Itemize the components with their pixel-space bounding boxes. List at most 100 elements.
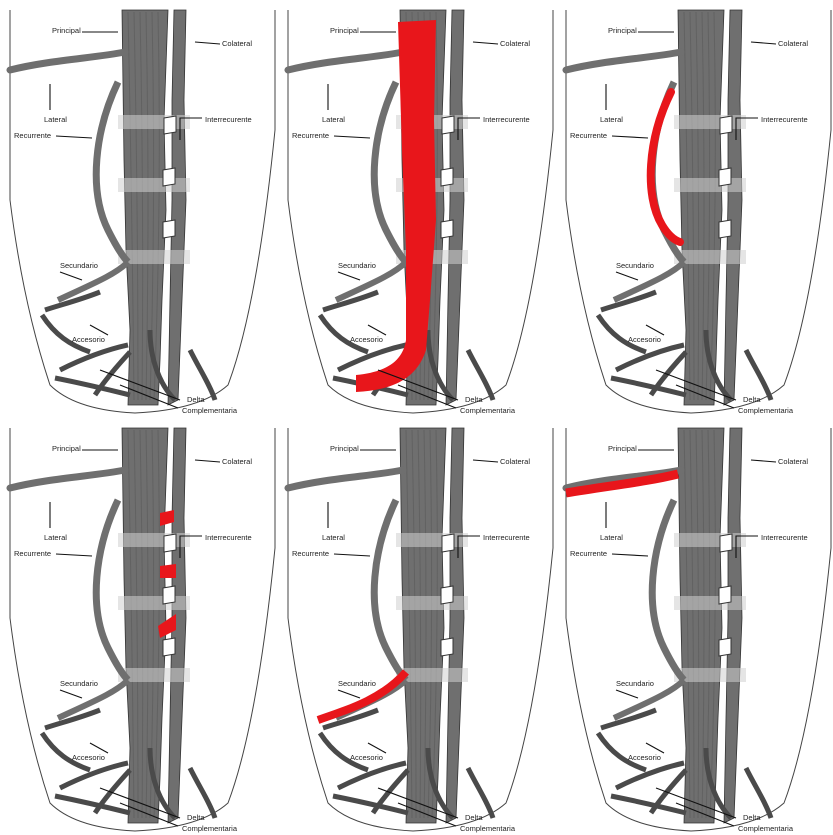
- tooth-diagram: PrincipalColateralLateralRecurrente Inter…: [0, 0, 277, 417]
- label-interrecurrente: Interrecurente: [205, 115, 252, 124]
- label-secundario: Secundario: [60, 679, 98, 688]
- label-lateral: Lateral: [322, 115, 345, 124]
- label-colateral: Colateral: [500, 39, 530, 48]
- label-delta: Delta: [465, 813, 483, 822]
- label-secundario: Secundario: [338, 679, 376, 688]
- light-band: [674, 668, 746, 682]
- label-principal: Principal: [52, 26, 81, 35]
- label-recurrente: Recurrente: [570, 131, 607, 140]
- label-colateral: Colateral: [778, 457, 808, 466]
- light-band: [674, 115, 746, 129]
- light-band: [674, 250, 746, 264]
- label-accesorio: Accesorio: [350, 335, 383, 344]
- panel-6: PrincipalColateralLateralRecurrente Inter…: [556, 418, 833, 835]
- light-band: [674, 178, 746, 192]
- label-principal: Principal: [330, 26, 359, 35]
- interrecurrent-gap: [720, 116, 732, 134]
- label-complementaria: Complementaria: [738, 824, 794, 833]
- panel-3: PrincipalColateralLateralRecurrente Inter…: [556, 0, 833, 417]
- label-secundario: Secundario: [616, 261, 654, 270]
- interrecurrent-gap: [163, 168, 175, 186]
- label-colateral: Colateral: [778, 39, 808, 48]
- interrecurrent-gap: [441, 586, 453, 604]
- interrecurrent-gap: [719, 638, 731, 656]
- panel-4: PrincipalColateralLateralRecurrente Inter…: [0, 418, 277, 835]
- interrecurrent-gap: [441, 220, 453, 238]
- tooth-diagram: PrincipalColateralLateralRecurrente Inter…: [556, 0, 833, 417]
- label-interrecurrente: Interrecurente: [483, 115, 530, 124]
- label-recurrente: Recurrente: [570, 549, 607, 558]
- light-band: [118, 250, 190, 264]
- interrecurrent-highlight: [160, 564, 176, 578]
- interrecurrent-gap: [719, 220, 731, 238]
- label-colateral: Colateral: [222, 39, 252, 48]
- interrecurrent-gap: [164, 116, 176, 134]
- label-recurrente: Recurrente: [14, 131, 51, 140]
- label-lateral: Lateral: [322, 533, 345, 542]
- label-complementaria: Complementaria: [738, 406, 794, 415]
- label-complementaria: Complementaria: [460, 406, 516, 415]
- interrecurrent-gap: [441, 638, 453, 656]
- label-complementaria: Complementaria: [460, 824, 516, 833]
- label-recurrente: Recurrente: [14, 549, 51, 558]
- light-band: [118, 115, 190, 129]
- label-colateral: Colateral: [222, 457, 252, 466]
- interrecurrent-gap: [719, 168, 731, 186]
- light-band: [396, 533, 468, 547]
- label-lateral: Lateral: [44, 533, 67, 542]
- label-delta: Delta: [187, 395, 205, 404]
- interrecurrent-gap: [719, 586, 731, 604]
- label-accesorio: Accesorio: [628, 753, 661, 762]
- interrecurrent-gap: [163, 638, 175, 656]
- interrecurrent-gap: [441, 168, 453, 186]
- label-colateral: Colateral: [500, 457, 530, 466]
- light-band: [118, 668, 190, 682]
- label-principal: Principal: [608, 26, 637, 35]
- label-lateral: Lateral: [600, 533, 623, 542]
- label-delta: Delta: [743, 395, 761, 404]
- label-secundario: Secundario: [338, 261, 376, 270]
- label-lateral: Lateral: [600, 115, 623, 124]
- label-interrecurrente: Interrecurente: [483, 533, 530, 542]
- label-interrecurrente: Interrecurente: [761, 533, 808, 542]
- label-accesorio: Accesorio: [72, 335, 105, 344]
- light-band: [118, 596, 190, 610]
- label-complementaria: Complementaria: [182, 824, 238, 833]
- interrecurrent-gap: [163, 586, 175, 604]
- label-interrecurrente: Interrecurente: [205, 533, 252, 542]
- tooth-diagram: PrincipalColateralLateralRecurrente Inter…: [278, 418, 555, 835]
- light-band: [118, 533, 190, 547]
- tooth-diagram: PrincipalColateralLateralRecurrente Inter…: [0, 418, 277, 835]
- interrecurrent-gap: [164, 534, 176, 552]
- label-interrecurrente: Interrecurente: [761, 115, 808, 124]
- label-recurrente: Recurrente: [292, 131, 329, 140]
- interrecurrent-gap: [442, 534, 454, 552]
- label-delta: Delta: [465, 395, 483, 404]
- light-band: [674, 533, 746, 547]
- label-secundario: Secundario: [616, 679, 654, 688]
- label-principal: Principal: [52, 444, 81, 453]
- interrecurrent-gap: [442, 116, 454, 134]
- label-accesorio: Accesorio: [72, 753, 105, 762]
- label-delta: Delta: [187, 813, 205, 822]
- label-accesorio: Accesorio: [628, 335, 661, 344]
- label-principal: Principal: [608, 444, 637, 453]
- label-delta: Delta: [743, 813, 761, 822]
- label-accesorio: Accesorio: [350, 753, 383, 762]
- interrecurrent-gap: [163, 220, 175, 238]
- interrecurrent-gap: [720, 534, 732, 552]
- light-band: [396, 596, 468, 610]
- light-band: [674, 596, 746, 610]
- light-band: [118, 178, 190, 192]
- label-principal: Principal: [330, 444, 359, 453]
- label-secundario: Secundario: [60, 261, 98, 270]
- label-lateral: Lateral: [44, 115, 67, 124]
- label-complementaria: Complementaria: [182, 406, 238, 415]
- label-recurrente: Recurrente: [292, 549, 329, 558]
